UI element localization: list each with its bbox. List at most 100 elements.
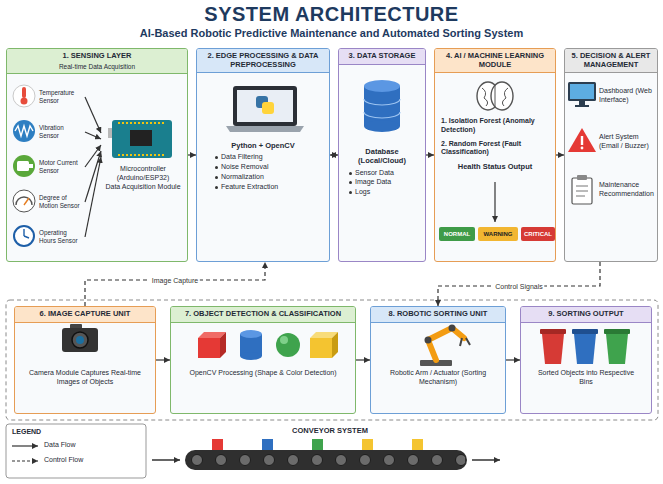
sensor-label: Operating Hours Sensor (39, 229, 85, 245)
component-box: Microcontroller (Arduino/ESP32)Data Acqu… (101, 113, 185, 233)
dashboard-icon (568, 82, 596, 107)
camera-icon (62, 324, 98, 352)
conveyor-belt (152, 439, 500, 470)
panel-box: 2. EDGE PROCESSING & DATA PREPROCESSING P… (196, 48, 330, 262)
status-label: WARNING (478, 227, 518, 241)
clipboard-icon (572, 175, 592, 204)
robot-arm (420, 325, 470, 367)
sensor-label: Temperature Sensor (39, 89, 85, 105)
control-flow-arrow (85, 262, 265, 306)
body-text: Health Status Output (441, 162, 549, 171)
panel-box: 6. IMAGE CAPTURE UNIT Camera Module Captu… (14, 306, 156, 414)
data-flow-arrow (426, 154, 434, 155)
control-flow-arrow (438, 262, 600, 306)
body-text: Data Acquisition Module (103, 183, 183, 192)
panel-box: 7. OBJECT DETECTION & CLASSIFICATIONOpen… (170, 306, 356, 414)
data-flow-arrow (85, 132, 101, 139)
panel-box: 4. AI / MACHINE LEARNING MODULE 1. Isolat… (434, 48, 556, 262)
data-flow-arrow (85, 97, 101, 133)
panel-heading: 9. SORTING OUTPUT (521, 307, 651, 323)
status-badge: CRITICAL (521, 227, 555, 241)
health-arrow (494, 182, 495, 222)
panel-fill (338, 48, 426, 262)
bullet-item: Logs (347, 188, 417, 197)
legend-sample (12, 460, 38, 461)
body-text: Camera Module Captures Real-time Images … (25, 369, 145, 387)
edge-label: Image Capture (150, 277, 200, 284)
bullet-item: Sensor Data (347, 169, 417, 178)
sensor-item: Motor Current Sensor (13, 153, 85, 181)
panel-heading: 8. ROBOTIC SORTING UNIT (371, 307, 505, 323)
legend-title: LEGEND (12, 428, 41, 435)
data-flow-arrow (188, 154, 196, 155)
panel-heading: 1. SENSING LAYER (7, 49, 187, 64)
vibration-icon (13, 120, 35, 142)
legend-text: Data Flow (44, 441, 76, 448)
body-text: Python + OpenCV (213, 141, 313, 150)
object-shapes (198, 330, 338, 360)
status-badge: NORMAL (439, 227, 475, 241)
sensor-label: Degree of Motion Sensor (39, 194, 85, 210)
status-label: NORMAL (439, 227, 475, 241)
brain-icon (477, 82, 513, 110)
panel-fill (6, 48, 188, 262)
data-flow-arrow (356, 359, 370, 360)
panel-fill (370, 306, 506, 414)
panel-box: 3. DATA STORAGE Database (Local/Cloud) Sen… (338, 48, 426, 262)
panel-box: 9. SORTING OUTPUTSorted Objects into Res… (520, 306, 652, 414)
panel-fill (520, 306, 652, 414)
edge-label: Control Signals (493, 283, 544, 290)
database-icon (364, 80, 400, 132)
body-text: 1. Isolation Forest (Anomaly Detection) (441, 117, 549, 135)
data-flow-arrow (156, 359, 170, 360)
body-text: Robotic Arm / Actuator (Sorting Mechanis… (381, 369, 495, 387)
panel-heading: 6. IMAGE CAPTURE UNIT (15, 307, 155, 323)
body-text: CONVEYOR SYSTEM (160, 426, 500, 435)
temperature-icon (13, 85, 35, 107)
panel-box: 5. DECISION & ALERT MANAGEMENT Dashboard … (564, 48, 658, 262)
component-box: CONVEYOR SYSTEM (160, 424, 500, 480)
sensor-label: Vibration Sensor (39, 124, 85, 140)
panel-fill (434, 48, 556, 262)
bullet-item: Data Filtering (213, 153, 313, 162)
panel-fill (14, 306, 156, 414)
diagram-title: SYSTEM ARCHITECTURE (0, 3, 663, 26)
body-text: Microcontroller (Arduino/ESP32) (103, 165, 183, 183)
legend-text: Control Flow (44, 456, 83, 463)
sensor-item: Temperature Sensor (13, 83, 85, 111)
item-label: Dashboard (Web Interface) (599, 87, 657, 105)
sensor-label: Motor Current Sensor (39, 159, 85, 175)
data-flow-arrow (506, 359, 520, 360)
panel-fill (564, 48, 658, 262)
microcontroller-board (108, 120, 172, 158)
data-flow-arrow (556, 154, 564, 155)
body-text: Database (Local/Cloud) (347, 147, 417, 166)
alert-icon (568, 128, 596, 152)
bullet-item: Feature Extraction (213, 183, 313, 192)
panel-heading: 5. DECISION & ALERT MANAGEMENT (565, 49, 657, 73)
bullet-item: Noise Removal (213, 163, 313, 172)
legend-box (6, 424, 146, 478)
sorting-bins (540, 329, 630, 364)
data-flow-arrow (330, 154, 338, 155)
panel-box: 8. ROBOTIC SORTING UNIT Robotic Arm / Act… (370, 306, 506, 414)
sensor-item: Vibration Sensor (13, 118, 85, 146)
bullet-item: Image Data (347, 178, 417, 187)
body-text: 2. Random Forest (Fault Classification) (441, 140, 549, 158)
status-badge: WARNING (478, 227, 518, 241)
motor-icon (13, 155, 35, 177)
sensor-item: Operating Hours Sensor (13, 223, 85, 251)
legend-sample (12, 445, 38, 446)
sensor-item: Degree of Motion Sensor (13, 188, 85, 216)
status-label: CRITICAL (521, 227, 555, 241)
panel-heading: 3. DATA STORAGE (339, 49, 425, 65)
panel-heading: 7. OBJECT DETECTION & CLASSIFICATION (171, 307, 355, 323)
panel-subheading: Real-time Data Acquisition (7, 63, 187, 74)
clock-icon (14, 226, 34, 246)
panel-heading: 4. AI / MACHINE LEARNING MODULE (435, 49, 555, 73)
subtitle: AI-Based Robotic Predictive Maintenance … (0, 27, 663, 39)
data-flow-arrow (85, 145, 101, 167)
panel-box: 1. SENSING LAYERReal-time Data Acquisiti… (6, 48, 188, 262)
panel-heading: 2. EDGE PROCESSING & DATA PREPROCESSING (197, 49, 329, 73)
